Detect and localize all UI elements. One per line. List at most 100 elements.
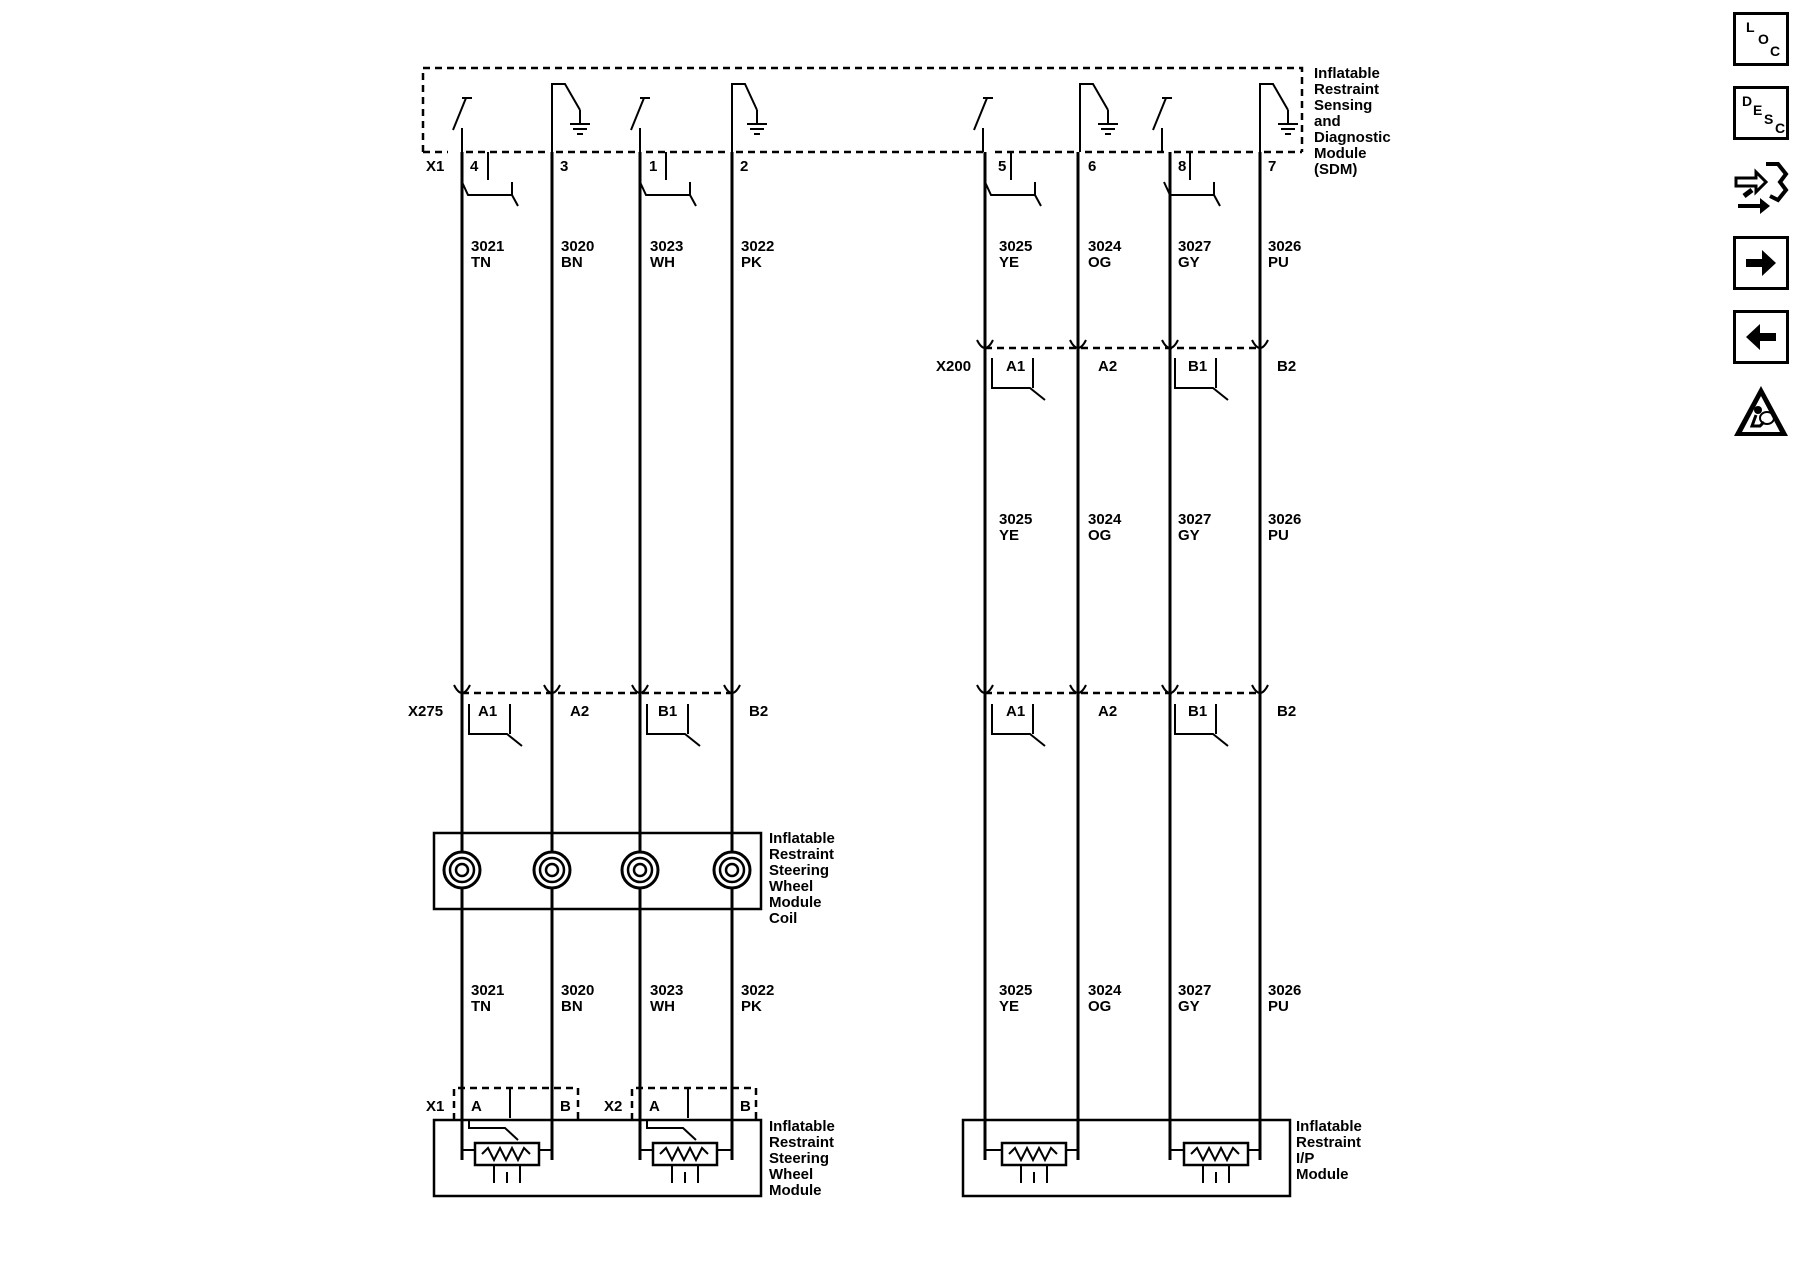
upper-circuit-color-3: WH (650, 254, 675, 271)
sdm-pin-label-3: 1 (649, 158, 657, 175)
lower-circuit-number-1: 3021 (471, 982, 504, 999)
sdm-label-line-2: Restraint (1314, 81, 1379, 98)
upper-circuit-color-8: PU (1268, 254, 1289, 271)
lower-circuit-color-4: PK (741, 998, 762, 1015)
sdm-ground-pin-3 (551, 83, 590, 152)
middle-circuit-number-6: 3024 (1088, 511, 1122, 528)
lower-circuit-color-7: GY (1178, 998, 1200, 1015)
x275-pin-label-2: A2 (570, 703, 589, 720)
ip-module-label-line-4: Module (1296, 1166, 1349, 1183)
lower-circuit-number-7: 3027 (1178, 982, 1211, 999)
ip-module-squib-2 (1170, 1141, 1260, 1183)
sdm-shorting-bars (461, 152, 1221, 207)
upper-circuit-color-4: PK (741, 254, 762, 271)
next-page-button[interactable] (1733, 236, 1789, 290)
sdm-pin-label-2: 3 (560, 158, 568, 175)
sdm-label-line-1: Inflatable (1314, 65, 1380, 82)
sw-conn-shorting-bars (468, 1120, 697, 1141)
sdm-ground-pin-6 (1079, 83, 1118, 152)
sdm-shorting-bar-3 (984, 152, 1042, 207)
sdm-ground-pin-7 (1259, 83, 1298, 152)
sw-conn-x2-label: X2 (604, 1098, 622, 1115)
x275-pin-label-4: B2 (749, 703, 768, 720)
sw-conn-dividers (509, 1088, 689, 1118)
ip-module-label-line-1: Inflatable (1296, 1118, 1362, 1135)
sdm-ground-symbols (551, 83, 1298, 152)
sdm-shorting-bar-1 (461, 152, 519, 207)
x200-label: X200 (936, 358, 971, 375)
sdm-ground-pin-2 (731, 83, 767, 152)
middle-circuit-color-6: OG (1088, 527, 1111, 544)
upper-circuit-color-5: YE (999, 254, 1019, 271)
ip-module-label-line-2: Restraint (1296, 1134, 1361, 1151)
circuit-labels-middle: 3025 YE 3024 OG 3027 GY 3026 PU (999, 511, 1301, 544)
ip-module-label-line-3: I/P (1296, 1150, 1314, 1167)
upper-circuit-color-7: GY (1178, 254, 1200, 271)
x275-terminals (453, 684, 741, 694)
lower-inline-pin-label-1: A1 (1006, 703, 1025, 720)
connector-tools-button[interactable] (1730, 156, 1792, 216)
location-letter-l: L (1746, 19, 1755, 35)
upper-circuit-number-5: 3025 (999, 238, 1032, 255)
connector-tools-icon (1734, 162, 1789, 214)
description-letter-s: S (1764, 111, 1774, 127)
coil-spirals (442, 850, 752, 890)
sdm-pin-label-8: 7 (1268, 158, 1276, 175)
sdm-switch-pin-8 (1152, 97, 1172, 152)
middle-circuit-color-8: PU (1268, 527, 1289, 544)
coil-label-line-3: Steering (769, 862, 829, 879)
sdm-switch-symbols (452, 97, 1172, 152)
coil-label-line-2: Restraint (769, 846, 834, 863)
sw-conn-x2-outline (630, 1086, 758, 1120)
lower-inline-shorting-bars (991, 704, 1229, 747)
coil-module: Inflatable Restraint Steering Wheel Modu… (432, 830, 835, 927)
middle-circuit-color-7: GY (1178, 527, 1200, 544)
coil-spiral-1 (442, 850, 482, 890)
sdm-pin-label-7: 8 (1178, 158, 1186, 175)
description-button[interactable]: D E S C (1733, 86, 1789, 140)
lower-circuit-number-6: 3024 (1088, 982, 1122, 999)
airbag-warning-button[interactable] (1730, 382, 1792, 442)
middle-circuit-number-7: 3027 (1178, 511, 1211, 528)
sdm-switch-pin-4 (452, 97, 472, 152)
lower-circuit-color-5: YE (999, 998, 1019, 1015)
previous-page-button[interactable] (1733, 310, 1789, 364)
sdm-module-label: Inflatable Restraint Sensing and Diagnos… (1314, 65, 1391, 178)
sw-module-label-line-3: Steering (769, 1150, 829, 1167)
sdm-label-line-4: and (1314, 113, 1341, 130)
upper-circuit-color-2: BN (561, 254, 583, 271)
x275-connector: X275 A1 A2 B1 B2 (408, 684, 768, 747)
arrow-right-icon (1746, 250, 1776, 276)
upper-circuit-number-7: 3027 (1178, 238, 1211, 255)
x200-pin-label-2: A2 (1098, 358, 1117, 375)
x275-pin-label-3: B1 (658, 703, 677, 720)
x200-shorting-bars (991, 358, 1229, 401)
sw-conn-x2-pin-a: A (649, 1098, 660, 1115)
ip-module-squib-1 (985, 1141, 1078, 1183)
sdm-shorting-bar-4 (1163, 152, 1221, 207)
sdm-label-line-5: Diagnostic (1314, 129, 1391, 146)
x275-shorting-bars (468, 704, 701, 747)
sdm-shorting-bar-2 (639, 152, 697, 207)
lower-circuit-color-2: BN (561, 998, 583, 1015)
sdm-pin-labels: 4 3 1 2 5 6 8 7 (470, 158, 1276, 175)
sw-conn-x2-pin-b: B (740, 1098, 751, 1115)
sdm-connector-label: X1 (426, 158, 444, 175)
lower-inline-pin-label-3: B1 (1188, 703, 1207, 720)
circuit-labels-upper: 3021 TN 3020 BN 3023 WH 3022 PK 3025 YE … (471, 238, 1301, 271)
x275-pin-label-1: A1 (478, 703, 497, 720)
sw-module-squib-2 (640, 1141, 732, 1183)
sdm-label-line-3: Sensing (1314, 97, 1372, 114)
circuit-labels-lower: 3021 TN 3020 BN 3023 WH 3022 PK 3025 YE … (471, 982, 1301, 1015)
lower-circuit-color-8: PU (1268, 998, 1289, 1015)
coil-spiral-2 (532, 850, 572, 890)
lower-circuit-number-3: 3023 (650, 982, 683, 999)
upper-circuit-number-3: 3023 (650, 238, 683, 255)
sdm-module: Inflatable Restraint Sensing and Diagnos… (421, 65, 1391, 207)
sdm-label-line-7: (SDM) (1314, 161, 1357, 178)
sdm-module-outline (421, 66, 1304, 152)
description-letter-e: E (1753, 102, 1763, 118)
location-button[interactable]: L O C (1733, 12, 1789, 66)
middle-circuit-number-8: 3026 (1268, 511, 1301, 528)
sw-module-squib-1 (462, 1141, 552, 1183)
